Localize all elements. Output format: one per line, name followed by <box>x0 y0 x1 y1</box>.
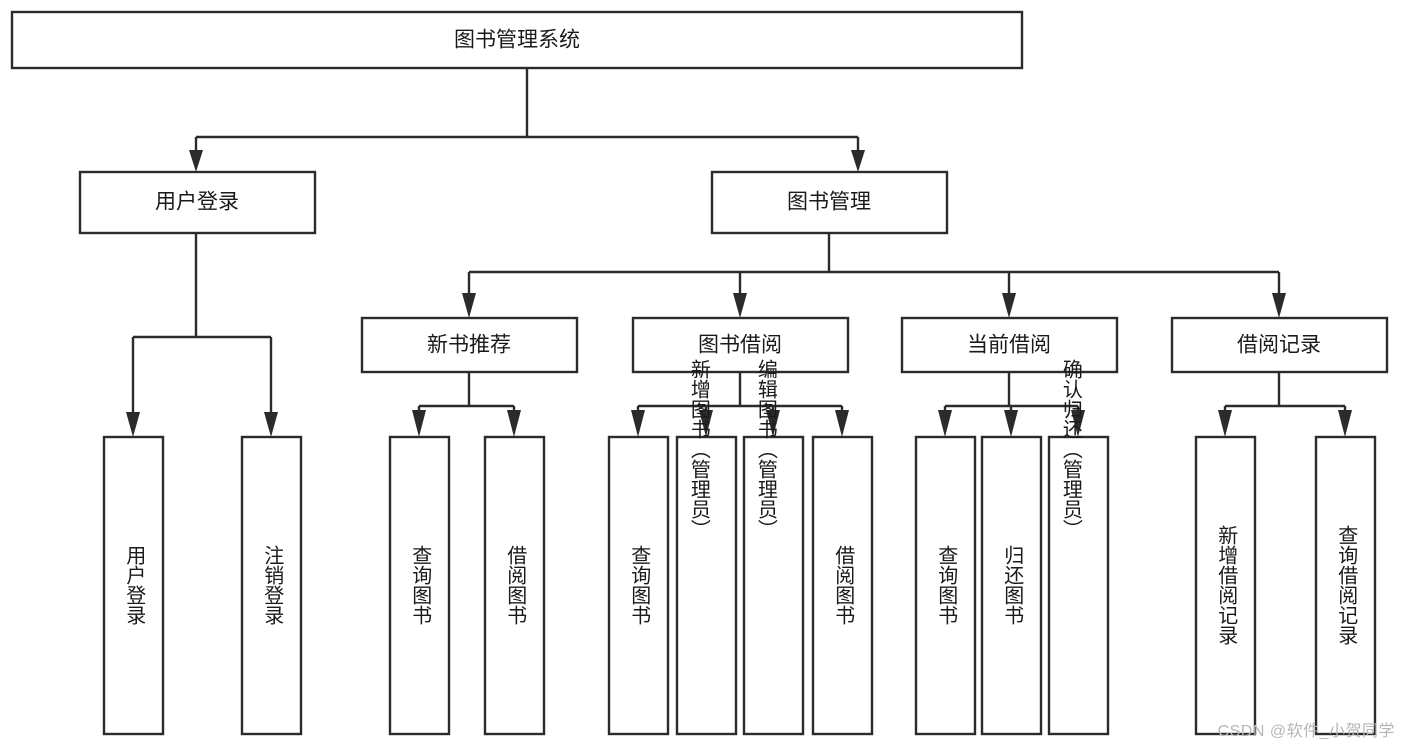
node-leaf-bookborrow-query-box[interactable] <box>607 435 670 736</box>
node-leaf-newbook-borrow-label: 借阅图书 <box>504 545 527 625</box>
node-new-book-box[interactable] <box>360 316 579 374</box>
node-leaf-newbook-borrow-box[interactable] <box>483 435 546 736</box>
node-leaf-currentborrow-return-label: 归还图书 <box>1001 545 1024 625</box>
arrow-head-bookborrow-leaf-2 <box>699 410 713 437</box>
node-leaf-currentborrow-query-label: 查询图书 <box>935 545 958 625</box>
node-leaf-bookborrow-borrow[interactable]: 借阅图书 <box>811 435 874 736</box>
watermark-text: CSDN @软件_小贺同学 <box>1217 723 1395 740</box>
node-book-borrow-label: 图书借阅 <box>698 334 782 357</box>
node-leaf-currentborrow-confirm-box[interactable] <box>1047 435 1110 736</box>
node-leaf-newbook-borrow[interactable]: 借阅图书 <box>483 435 546 736</box>
node-book-borrow[interactable]: 图书借阅 <box>631 316 850 374</box>
node-leaf-borrowrecord-query[interactable]: 查询借阅记录 <box>1314 435 1377 736</box>
node-borrow-record[interactable]: 借阅记录 <box>1170 316 1389 374</box>
node-leaf-newbook-query[interactable]: 查询图书 <box>388 435 451 736</box>
arrow-head-user-login <box>189 150 203 172</box>
arrow-head-book-manage <box>851 150 865 172</box>
arrow-head-borrowrecord-leaf-1 <box>1218 410 1232 437</box>
arrow-head-newbook-leaf-2 <box>507 410 521 437</box>
node-leaf-borrowrecord-add-box[interactable] <box>1194 435 1257 736</box>
arrow-head-currentborrow-leaf-1 <box>938 410 952 437</box>
arrow-head-leaf-user-login <box>126 412 140 437</box>
node-book-manage-label: 图书管理 <box>787 191 871 214</box>
node-leaf-currentborrow-confirm-label: 确认归还（管理员） <box>1059 359 1082 539</box>
node-leaf-user-login-box[interactable] <box>102 435 165 736</box>
arrow-head-leaf-logout <box>264 412 278 437</box>
node-leaf-borrowrecord-add-label: 新增借阅记录 <box>1215 525 1238 645</box>
node-leaf-bookborrow-borrow-label: 借阅图书 <box>832 545 855 625</box>
node-leaf-bookborrow-add[interactable]: 新增图书（管理员） <box>675 359 738 736</box>
node-root-label: 图书管理系统 <box>454 29 580 52</box>
node-book-manage-box[interactable] <box>710 170 949 235</box>
connector-group-current-borrow <box>938 372 1085 437</box>
node-leaf-bookborrow-edit[interactable]: 编辑图书（管理员） <box>742 359 805 736</box>
node-leaf-borrowrecord-add[interactable]: 新增借阅记录 <box>1194 435 1257 736</box>
arrow-head-currentborrow-leaf-2 <box>1004 410 1018 437</box>
arrow-head-borrow-record <box>1272 293 1286 318</box>
node-root[interactable]: 图书管理系统 <box>10 10 1024 70</box>
node-leaf-user-login-label: 用户登录 <box>123 545 146 625</box>
node-leaf-logout-box[interactable] <box>240 435 303 736</box>
node-leaf-logout-label: 注销登录 <box>261 545 284 625</box>
connector-group-borrow-record <box>1218 372 1352 437</box>
node-user-login[interactable]: 用户登录 <box>78 170 317 235</box>
node-root-box[interactable] <box>10 10 1024 70</box>
node-leaf-bookborrow-query[interactable]: 查询图书 <box>607 435 670 736</box>
node-leaf-currentborrow-query-box[interactable] <box>914 435 977 736</box>
connector-group-new-book <box>412 372 521 437</box>
arrow-head-current-borrow <box>1002 293 1016 318</box>
node-current-borrow[interactable]: 当前借阅 <box>900 316 1119 374</box>
arrow-head-currentborrow-leaf-3 <box>1071 410 1085 437</box>
arrow-head-bookborrow-leaf-1 <box>631 410 645 437</box>
arrow-head-borrowrecord-leaf-2 <box>1338 410 1352 437</box>
node-user-login-box[interactable] <box>78 170 317 235</box>
node-leaf-bookborrow-borrow-box[interactable] <box>811 435 874 736</box>
arrow-head-bookborrow-leaf-3 <box>766 410 780 437</box>
node-leaf-bookborrow-edit-box[interactable] <box>742 435 805 736</box>
node-book-manage[interactable]: 图书管理 <box>710 170 949 235</box>
arrow-head-bookborrow-leaf-4 <box>835 410 849 437</box>
node-leaf-newbook-query-box[interactable] <box>388 435 451 736</box>
node-current-borrow-box[interactable] <box>900 316 1119 374</box>
node-leaf-borrowrecord-query-box[interactable] <box>1314 435 1377 736</box>
node-user-login-label: 用户登录 <box>155 191 239 214</box>
node-leaf-borrowrecord-query-label: 查询借阅记录 <box>1335 525 1358 645</box>
arrow-head-new-book <box>462 293 476 318</box>
node-leaf-bookborrow-query-label: 查询图书 <box>628 545 651 625</box>
node-new-book-label: 新书推荐 <box>427 334 511 357</box>
connector-group-book-borrow <box>631 372 849 437</box>
node-leaf-currentborrow-return[interactable]: 归还图书 <box>980 435 1043 736</box>
connector-group-book-manage <box>462 233 1286 318</box>
node-leaf-logout[interactable]: 注销登录 <box>240 435 303 736</box>
node-book-borrow-box[interactable] <box>631 316 850 374</box>
node-borrow-record-box[interactable] <box>1170 316 1389 374</box>
node-leaf-currentborrow-confirm[interactable]: 确认归还（管理员） <box>1047 359 1110 736</box>
arrow-head-newbook-leaf-1 <box>412 410 426 437</box>
node-leaf-bookborrow-edit-label: 编辑图书（管理员） <box>754 359 777 539</box>
node-leaf-currentborrow-return-box[interactable] <box>980 435 1043 736</box>
node-current-borrow-label: 当前借阅 <box>967 334 1051 357</box>
node-leaf-bookborrow-add-label: 新增图书（管理员） <box>687 359 710 539</box>
node-new-book[interactable]: 新书推荐 <box>360 316 579 374</box>
arrow-head-book-borrow <box>733 293 747 318</box>
node-leaf-user-login[interactable]: 用户登录 <box>102 435 165 736</box>
node-borrow-record-label: 借阅记录 <box>1237 334 1321 357</box>
connector-group-root <box>189 68 865 172</box>
node-leaf-newbook-query-label: 查询图书 <box>409 545 432 625</box>
node-leaf-currentborrow-query[interactable]: 查询图书 <box>914 435 977 736</box>
connector-group-user-login <box>126 233 278 437</box>
node-leaf-bookborrow-add-box[interactable] <box>675 435 738 736</box>
